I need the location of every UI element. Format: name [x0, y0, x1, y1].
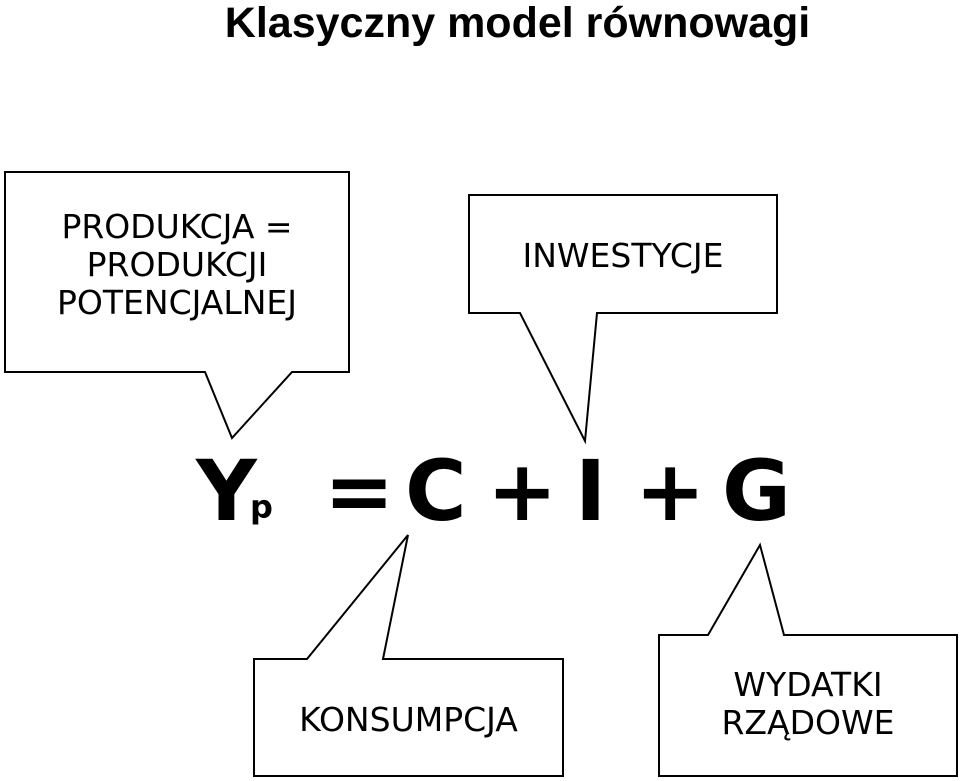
slide-title: Klasyczny model równowagi [224, 0, 811, 47]
callout-government-line-2: RZĄDOWE [721, 703, 895, 742]
callout-government-bubble [658, 542, 958, 777]
callout-production-line-3: POTENCJALNEJ [57, 283, 297, 322]
callout-investment-text: INWESTYCJE [522, 236, 724, 275]
equation-g: G [722, 442, 791, 540]
callout-investment-bubble [468, 194, 778, 445]
equation-y-subscript: p [250, 488, 273, 526]
callout-government-line-1: WYDATKI [733, 665, 883, 704]
callout-consumption-text: KONSUMPCJA [299, 700, 518, 739]
equation-plus-1: + [487, 442, 558, 540]
equation-y: Y [196, 442, 257, 540]
callout-production-text: PRODUKCJA = PRODUKCJI POTENCJALNEJ [5, 208, 349, 322]
callout-production-line-2: PRODUKCJI [86, 245, 268, 284]
equation-plus-2: + [635, 442, 706, 540]
callout-production-line-1: PRODUKCJA = [61, 207, 293, 246]
callout-government-text: WYDATKI RZĄDOWE [659, 666, 957, 742]
equation-equals: = [324, 442, 395, 540]
equation-c: C [405, 442, 467, 540]
equation-i: I [575, 442, 607, 540]
callout-consumption-bubble [253, 534, 564, 777]
callout-production-bubble [4, 171, 350, 440]
